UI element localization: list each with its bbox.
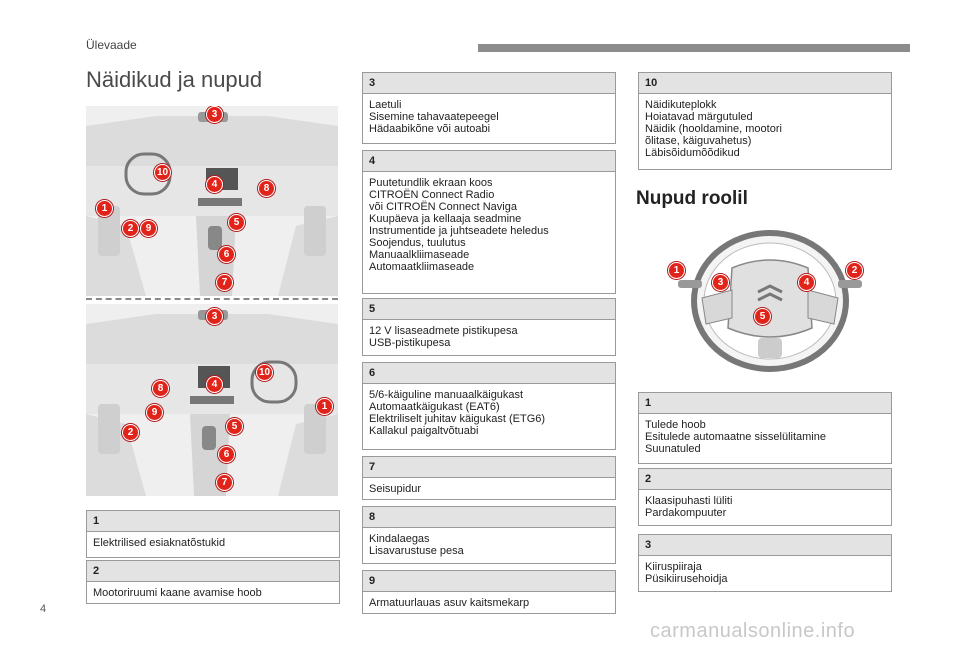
callout-10: 10	[154, 164, 171, 181]
legend-box: 10 Näidikuteplokk Hoiatavad märgutuled N…	[638, 72, 892, 170]
page-number: 4	[40, 603, 47, 615]
dashboard-illustration-rhd: 3 10 8 4 9 1 5 2 6 7	[86, 304, 338, 496]
callout-2: 2	[122, 424, 139, 441]
legend-number: 10	[639, 73, 891, 94]
legend-number: 2	[639, 469, 891, 490]
legend-line: Elektriliselt juhitav käigukast (ETG6)	[369, 413, 546, 425]
legend-line: Seisupidur	[369, 483, 421, 495]
legend-number: 8	[363, 507, 615, 528]
callout-4: 4	[206, 176, 223, 193]
callout-5: 5	[226, 418, 243, 435]
header-bar	[478, 44, 910, 52]
legend-box: 7 Seisupidur	[362, 456, 616, 500]
legend-box: 3 Laetuli Sisemine tahavaatepeegel Hädaa…	[362, 72, 616, 144]
legend-number: 9	[363, 571, 615, 592]
legend-box: 1 Elektrilised esiaknatõstukid	[86, 510, 340, 558]
callout-6: 6	[218, 246, 235, 263]
callout-7: 7	[216, 274, 233, 291]
callout-10: 10	[256, 364, 273, 381]
legend-line: 12 V lisaseadmete pistikupesa	[369, 325, 518, 337]
legend-line: Pardakompuuter	[645, 507, 727, 519]
callout-7: 7	[216, 474, 233, 491]
legend-line: Kiiruspiiraja	[645, 561, 702, 573]
legend-number: 6	[363, 363, 615, 384]
legend-line: Suunatuled	[645, 443, 701, 455]
section-label: Ülevaade	[86, 38, 137, 52]
legend-line: Soojendus, tuulutus	[369, 237, 466, 249]
legend-number: 1	[639, 393, 891, 414]
legend-line: Näidik (hooldamine, mootori	[645, 123, 782, 135]
illustration-divider	[86, 298, 338, 300]
callout-8: 8	[152, 380, 169, 397]
legend-number: 3	[639, 535, 891, 556]
legend-line: Manuaalkliimaseade	[369, 249, 470, 261]
legend-number: 4	[363, 151, 615, 172]
callout-3: 3	[206, 308, 223, 325]
legend-line: Kallakul paigaltvõtuabi	[369, 425, 479, 437]
legend-box: 2 Mootoriruumi kaane avamise hoob	[86, 560, 340, 604]
legend-number: 7	[363, 457, 615, 478]
steering-wheel-illustration: 1 3 4 2 5	[668, 228, 868, 374]
callout-1: 1	[316, 398, 333, 415]
legend-line: Kindalaegas	[369, 533, 430, 545]
legend-line: Automaatkäigukast (EAT6)	[369, 401, 500, 413]
legend-line: Kuupäeva ja kellaaja seadmine	[369, 213, 522, 225]
legend-line: Elektrilised esiaknatõstukid	[93, 537, 226, 549]
callout-6: 6	[218, 446, 235, 463]
wheel-callout-3: 3	[712, 274, 729, 291]
callout-5: 5	[228, 214, 245, 231]
wheel-callout-5: 5	[754, 308, 771, 325]
legend-line: Mootoriruumi kaane avamise hoob	[93, 587, 262, 599]
legend-line: Klaasipuhasti lüliti	[645, 495, 733, 507]
legend-number: 3	[363, 73, 615, 94]
legend-line: 5/6-käiguline manuaalkäigukast	[369, 389, 524, 401]
wheel-callout-1: 1	[668, 262, 685, 279]
legend-line: Läbisõidumõõdikud	[645, 147, 740, 159]
legend-box: 1 Tulede hoob Esitulede automaatne sisse…	[638, 392, 892, 464]
legend-box: 8 Kindalaegas Lisavarustuse pesa	[362, 506, 616, 564]
steering-title: Nupud roolil	[636, 188, 748, 209]
legend-line: Tulede hoob	[645, 419, 706, 431]
callout-1: 1	[96, 200, 113, 217]
legend-box: 4 Puutetundlik ekraan koos CITROËN Conne…	[362, 150, 616, 294]
legend-box: 6 5/6-käiguline manuaalkäigukast Automaa…	[362, 362, 616, 450]
page-title: Näidikud ja nupud	[86, 67, 263, 92]
legend-line: Automaatkliimaseade	[369, 261, 475, 273]
legend-line: Püsikiirusehoidja	[645, 573, 728, 585]
legend-number: 5	[363, 299, 615, 320]
watermark: carmanualsonline.info	[650, 620, 856, 642]
legend-line: Esitulede automaatne sisselülitamine	[645, 431, 826, 443]
legend-line: Hädaabikõne või autoabi	[369, 123, 491, 135]
legend-number: 1	[87, 511, 339, 532]
legend-line: või CITROËN Connect Naviga	[369, 201, 517, 213]
legend-line: Sisemine tahavaatepeegel	[369, 111, 499, 123]
legend-line: Puutetundlik ekraan koos	[369, 177, 493, 189]
legend-number: 2	[87, 561, 339, 582]
legend-line: õlitase, käiguvahetus)	[645, 135, 752, 147]
callout-8: 8	[258, 180, 275, 197]
dashboard-illustration-lhd: 3 10 4 8 1 2 9 5 6 7	[86, 106, 338, 296]
legend-line: CITROËN Connect Radio	[369, 189, 495, 201]
legend-box: 9 Armatuurlauas asuv kaitsmekarp	[362, 570, 616, 614]
callout-2: 2	[122, 220, 139, 237]
legend-line: Näidikuteplokk	[645, 99, 717, 111]
legend-line: Lisavarustuse pesa	[369, 545, 464, 557]
legend-line: Hoiatavad märgutuled	[645, 111, 753, 123]
legend-box: 2 Klaasipuhasti lüliti Pardakompuuter	[638, 468, 892, 526]
callout-9: 9	[140, 220, 157, 237]
legend-box: 3 Kiiruspiiraja Püsikiirusehoidja	[638, 534, 892, 592]
legend-line: Armatuurlauas asuv kaitsmekarp	[369, 597, 530, 609]
wheel-callout-4: 4	[798, 274, 815, 291]
wheel-callout-2: 2	[846, 262, 863, 279]
callout-9: 9	[146, 404, 163, 421]
legend-box: 5 12 V lisaseadmete pistikupesa USB-pist…	[362, 298, 616, 356]
callout-3: 3	[206, 106, 223, 123]
legend-line: USB-pistikupesa	[369, 337, 451, 349]
legend-line: Laetuli	[369, 99, 402, 111]
callout-4: 4	[206, 376, 223, 393]
legend-line: Instrumentide ja juhtseadete heledus	[369, 225, 549, 237]
